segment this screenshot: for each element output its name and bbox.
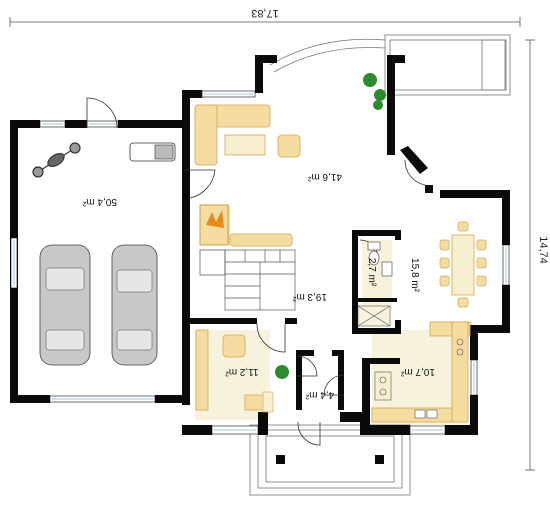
plant-icon bbox=[275, 73, 386, 379]
sink-icon bbox=[414, 409, 438, 419]
toilet-icon bbox=[367, 241, 381, 266]
armchair-icon bbox=[222, 334, 246, 358]
room-area-office: 11,2 m² bbox=[225, 366, 259, 377]
storage-cabinet bbox=[357, 305, 391, 327]
table-icon bbox=[224, 134, 266, 156]
motorcycle-icon bbox=[32, 142, 81, 178]
window-glass bbox=[13, 93, 507, 431]
porch-column bbox=[276, 455, 285, 464]
entrance-porch bbox=[249, 424, 411, 496]
stove-icon bbox=[374, 338, 464, 401]
bookshelf bbox=[195, 329, 209, 411]
sink-icon bbox=[381, 261, 393, 277]
armchair-icon bbox=[277, 134, 301, 158]
dimension-top: 17,83 bbox=[251, 7, 279, 19]
car-icon bbox=[111, 244, 158, 366]
chair-icon bbox=[439, 221, 487, 308]
room-area-vestibule: 4,4 m² bbox=[305, 389, 334, 400]
desk-icon bbox=[244, 391, 274, 413]
stairs-icon bbox=[199, 249, 296, 311]
room-area-dining: 15,8 m² bbox=[409, 258, 420, 293]
dimension-right: 14,74 bbox=[537, 236, 549, 264]
room-area-hall: 19,3 m² bbox=[292, 291, 327, 302]
stair-landing bbox=[229, 233, 293, 247]
sofa-icon bbox=[194, 104, 271, 166]
car-icon bbox=[39, 244, 91, 366]
room-area-wc: 2,7 m² bbox=[366, 258, 377, 287]
room-area-garage: 50,4 m² bbox=[82, 196, 117, 207]
fireplace-icon bbox=[199, 204, 229, 246]
room-area-living: 41,6 m² bbox=[307, 171, 342, 182]
dimension-lines bbox=[9, 17, 535, 471]
porch-column bbox=[375, 455, 384, 464]
lawn-mower-icon bbox=[129, 142, 176, 162]
terrace bbox=[269, 34, 511, 96]
room-area-kitchen: 10,7 m² bbox=[400, 366, 435, 377]
dining-table bbox=[451, 234, 475, 296]
